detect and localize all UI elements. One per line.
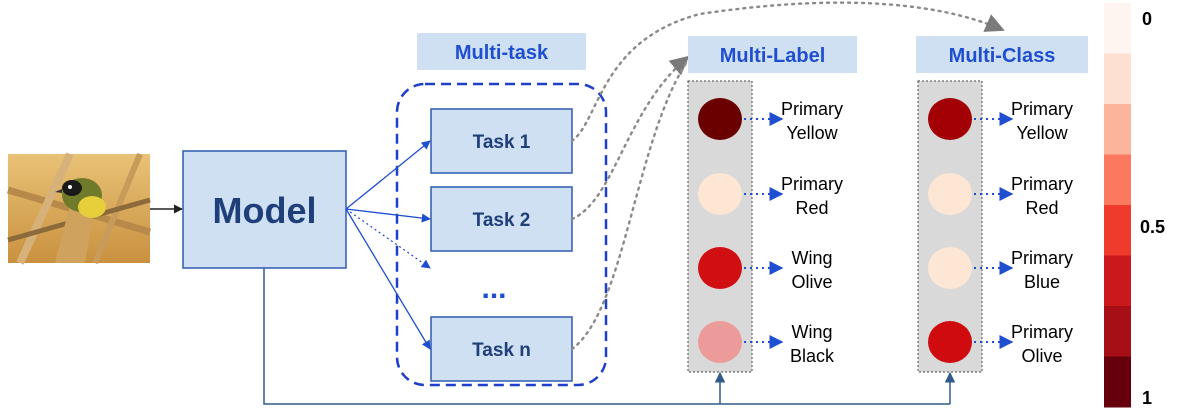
multilabel-header: Multi-Label: [688, 36, 857, 73]
model-to-taskn-arrow: [345, 208, 431, 350]
multilabel-label-1-line-1: Primary: [781, 99, 843, 119]
multitask-header-label: Multi-task: [455, 42, 549, 64]
colorbar-swatch-1: [1104, 3, 1131, 54]
colorbar-swatch-3: [1104, 104, 1131, 155]
colorbar-swatch-8: [1104, 356, 1131, 408]
task-2-box: Task 2: [430, 186, 573, 252]
colorbar-swatch-5: [1104, 205, 1131, 256]
multiclass-label-1-line-2: Yellow: [1016, 123, 1068, 143]
multilabel-label-1-line-2: Yellow: [786, 123, 838, 143]
multitask-dashed-group: [395, 82, 608, 387]
multiclass-circle-4: [928, 321, 972, 363]
multiclass-circle-1: [928, 98, 972, 140]
model-block: Model: [182, 150, 347, 269]
multiclass-label-1-line-1: Primary: [1011, 99, 1073, 119]
multiclass-label-4-line-1: Primary: [1011, 322, 1073, 342]
multilabel-circle-2: [698, 173, 742, 215]
multilabel-label-2-line-1: Primary: [781, 174, 843, 194]
multilabel-label-2-line-2: Red: [795, 198, 828, 218]
multiclass-label-2-line-2: Red: [1025, 198, 1058, 218]
colorbar-swatch-2: [1104, 53, 1131, 105]
multiclass-label-2-line-1: Primary: [1011, 174, 1073, 194]
colorbar-swatch-7: [1104, 306, 1131, 357]
multilabel-circle-4: [698, 321, 742, 363]
multiclass-items: PrimaryYellowPrimaryRedPrimaryBluePrimar…: [928, 98, 1073, 366]
multilabel-label-4-line-1: Wing: [791, 322, 832, 342]
multiclass-circle-2: [928, 173, 972, 215]
tasks-ellipsis: ...: [481, 272, 506, 305]
bird-photo-image: [7, 152, 151, 265]
colorbar-swatch-6: [1104, 255, 1131, 307]
multitask-header: Multi-task: [417, 33, 586, 70]
multilabel-items: PrimaryYellowPrimaryRedWingOliveWingBlac…: [698, 98, 843, 366]
model-bottom-connector: [263, 268, 950, 405]
multilabel-circle-1: [698, 98, 742, 140]
multiclass-header-label: Multi-Class: [949, 45, 1056, 67]
colorbar-label-1: 1: [1142, 388, 1152, 408]
task-1-label: Task 1: [473, 132, 531, 153]
task1-to-multiclass-curve: [570, 1, 1005, 143]
multiclass-label-3-line-2: Blue: [1024, 272, 1060, 292]
task-2-label: Task 2: [473, 210, 531, 231]
task-n-label: Task n: [472, 340, 531, 361]
task-1-box: Task 1: [430, 108, 573, 174]
model-to-task1-arrow: [345, 140, 431, 210]
taskn-to-multilabel-curve: [570, 58, 690, 351]
multiclass-label-4-line-2: Olive: [1021, 346, 1062, 366]
multilabel-circle-3: [698, 247, 742, 289]
model-to-ellipsis-arrow: [345, 208, 431, 269]
model-label: Model: [213, 190, 317, 231]
task2-to-multilabel-curve: [570, 55, 690, 221]
multilabel-label-3-line-1: Wing: [791, 248, 832, 268]
colorbar-swatch-4: [1104, 154, 1131, 206]
multilabel-label-4-line-2: Black: [790, 346, 835, 366]
task-n-box: Task n: [430, 316, 573, 382]
multilabel-label-3-line-2: Olive: [791, 272, 832, 292]
model-to-task2-arrow: [345, 208, 431, 223]
multiclass-circle-3: [928, 247, 972, 289]
colorbar-label-0: 0: [1142, 9, 1152, 29]
colorbar: [1104, 3, 1131, 408]
multilabel-header-label: Multi-Label: [720, 45, 826, 67]
colorbar-label-0-5: 0.5: [1140, 217, 1165, 237]
multiclass-header: Multi-Class: [916, 36, 1088, 73]
multiclass-label-3-line-1: Primary: [1011, 248, 1073, 268]
